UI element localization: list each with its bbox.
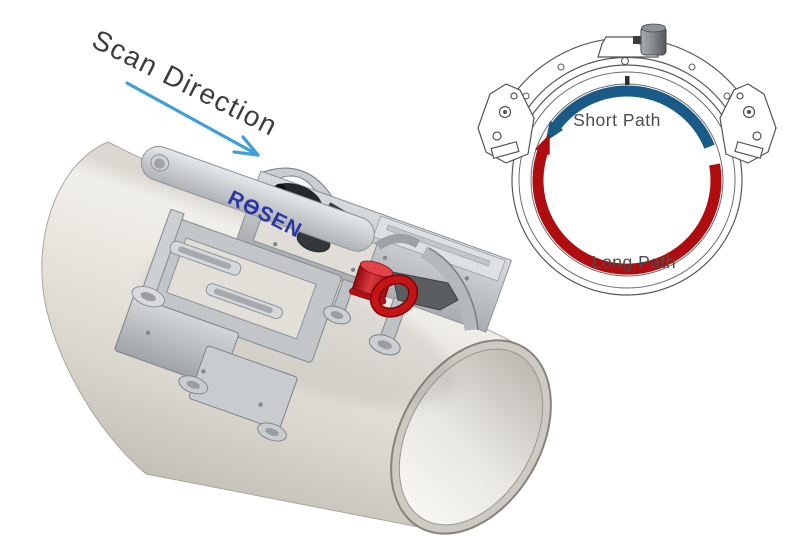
scan-direction-arrow-shaft — [125, 81, 260, 157]
short-path-label: Short Path — [573, 110, 661, 130]
probe-box-2 — [188, 345, 298, 430]
deck-rail-slot — [386, 224, 491, 267]
long-path-arc — [532, 133, 722, 275]
pipe-cross-section-diagram: Short Path Long Path — [477, 23, 777, 296]
plate-block — [633, 36, 641, 44]
probe-screws — [145, 330, 263, 407]
slot-bar-1 — [169, 240, 242, 276]
guide-wheel-1 — [131, 285, 166, 308]
front-arch — [375, 234, 421, 250]
scanner-3d-illustration: ROSEN — [41, 141, 552, 535]
guide-wheel-2 — [178, 375, 209, 395]
clamp-ring-band-edge — [428, 247, 479, 331]
scan-direction-arrowhead-icon — [232, 135, 260, 157]
guide-wheel-5 — [368, 334, 401, 356]
short-path-arc — [545, 85, 715, 149]
scan-direction-annotation: Scan Direction — [87, 24, 283, 157]
arm-hole-inner — [154, 158, 165, 169]
top-center-tick — [625, 76, 630, 85]
clamp-ring-band — [420, 246, 478, 331]
plate-hole — [621, 57, 629, 65]
slot-bar-2 — [205, 283, 283, 320]
guide-wheel-3 — [257, 422, 287, 442]
guide-wheel-4 — [323, 305, 351, 325]
band-bolts — [522, 63, 731, 100]
left-clamp — [477, 83, 535, 164]
lifting-eye — [349, 260, 419, 318]
connector-knob-icon — [640, 23, 667, 56]
brand-logo-o-dash — [247, 203, 259, 211]
scan-direction-label: Scan Direction — [87, 24, 283, 142]
long-path-label: Long Path — [592, 252, 676, 272]
carrying-arm — [141, 145, 375, 252]
lifting-eye-ring — [371, 275, 417, 317]
right-clamp — [719, 83, 777, 164]
